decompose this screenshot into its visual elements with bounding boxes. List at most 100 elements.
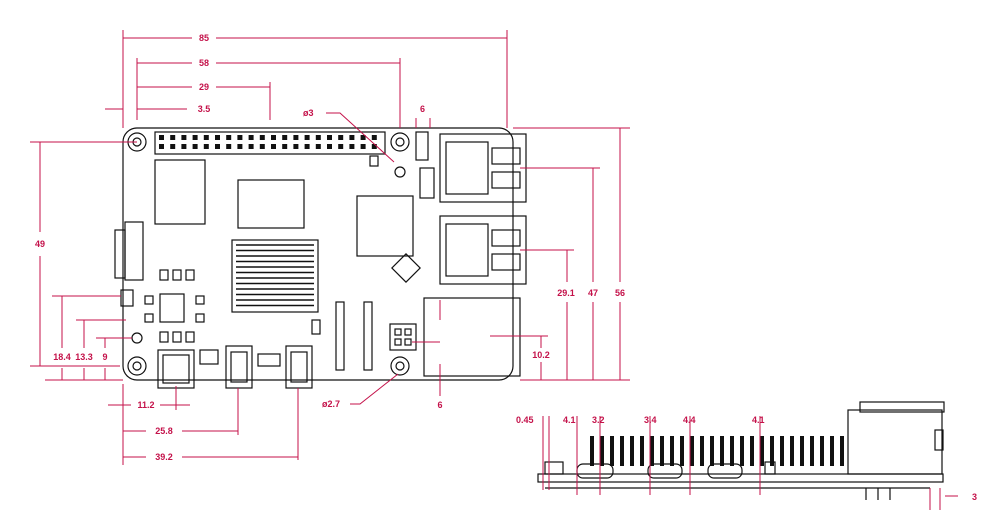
dim-10-2: 10.2: [532, 350, 550, 360]
side-fin: [730, 436, 734, 466]
usb-port-upper: [439, 133, 527, 203]
gpio-pin: [192, 144, 198, 149]
side-fin: [760, 436, 764, 466]
side-fin: [840, 436, 844, 466]
display-connector: [114, 221, 144, 281]
dim-29-1: 29.1: [557, 288, 575, 298]
side-usbc: [544, 461, 564, 475]
side-dim-4-1b: 4.1: [752, 415, 765, 425]
side-dim-lines: [542, 416, 761, 495]
side-fin: [660, 436, 664, 466]
gpio-pin: [315, 135, 321, 140]
poe-component: [419, 167, 435, 199]
mount-hole-br: [390, 356, 410, 376]
dim-ext-56: [513, 127, 630, 381]
heatsink: [231, 239, 319, 313]
side-pins: [865, 488, 891, 500]
side-dim-3-4: 3.4: [644, 415, 657, 425]
leader-hole-dia: [326, 112, 395, 163]
dim-56: 56: [615, 288, 625, 298]
gpio-pin: [338, 144, 344, 149]
side-fin: [720, 436, 724, 466]
gpio-pin: [304, 144, 310, 149]
side-fin: [710, 436, 714, 466]
leader-hole-small: [350, 373, 399, 405]
gpio-pin: [293, 144, 299, 149]
gpio-pin: [181, 144, 187, 149]
gpio-pin: [282, 144, 288, 149]
gpio-pin: [159, 144, 164, 149]
gpio-header: [154, 131, 386, 155]
dsi-connector: [363, 301, 373, 371]
dim-top-6: 6: [420, 104, 425, 114]
ram-chip: [154, 159, 206, 225]
dim-ext-49: [30, 141, 137, 367]
gpio-pin: [349, 144, 355, 149]
side-dim-3-line: [929, 488, 958, 510]
side-audio: [707, 463, 743, 479]
gpio-pin: [349, 135, 355, 140]
side-ethernet: [847, 401, 945, 475]
side-view: 0.45 4.1 3.2 3.4 4.4 4.1 3: [516, 401, 977, 510]
dim-11-2: 11.2: [137, 400, 154, 410]
top-view-dimensions: 85 58 29 3.5 ø3 6 49 18.4 13.3 9 56 47 2…: [30, 30, 630, 465]
poe-header: [415, 131, 429, 161]
gpio-pin: [371, 135, 377, 140]
dim-line-29-1: [520, 249, 574, 380]
gpio-pin: [248, 135, 254, 140]
soc-chip: [237, 179, 305, 229]
side-fin: [740, 436, 744, 466]
mount-hole-bl: [127, 356, 147, 376]
fan-header: [389, 323, 417, 351]
side-fin: [790, 436, 794, 466]
dim-58: 58: [199, 58, 209, 68]
dim-ext-bottom: [122, 384, 299, 465]
side-fin: [640, 436, 644, 466]
usb-c-port: [157, 349, 195, 389]
led: [394, 166, 406, 178]
dim-hole-small: ø2.7: [322, 399, 340, 409]
dim-line-47: [520, 167, 600, 380]
side-fin: [630, 436, 634, 466]
dim-13-3: 13.3: [75, 352, 93, 362]
top-view-board: [114, 127, 527, 389]
dim-18-4: 18.4: [53, 352, 71, 362]
gpio-pin: [293, 135, 299, 140]
side-dim-4-4: 4.4: [683, 415, 696, 425]
dim-hole-dia: ø3: [303, 108, 314, 118]
side-fin: [770, 436, 774, 466]
dim-bottom-6: 6: [437, 400, 442, 410]
micro-hdmi-1: [285, 345, 313, 389]
pmic-diamond: [391, 253, 421, 283]
side-fin: [590, 436, 594, 466]
side-dim-3: 3: [972, 492, 977, 502]
side-fin: [690, 436, 694, 466]
side-fin: [780, 436, 784, 466]
dim-9: 9: [102, 352, 107, 362]
gpio-pin: [360, 144, 366, 149]
gpio-pin: [248, 144, 254, 149]
gpio-pin: [282, 135, 288, 140]
dim-25-8: 25.8: [155, 426, 173, 436]
gpio-pin: [338, 135, 344, 140]
dim-39-2: 39.2: [155, 452, 173, 462]
gpio-pin: [327, 144, 332, 149]
gpio-pin: [327, 135, 332, 140]
small-component: [257, 353, 281, 367]
side-fin: [820, 436, 824, 466]
dim-line-9: [96, 337, 132, 380]
gpio-pin: [203, 135, 209, 140]
dim-line-10-2: [490, 335, 548, 380]
side-fin: [600, 436, 604, 466]
dim-47: 47: [588, 288, 598, 298]
micro-hdmi-0: [225, 345, 253, 389]
dim-29: 29: [199, 82, 209, 92]
gpio-pin: [315, 144, 321, 149]
gpio-pin: [271, 144, 276, 149]
side-dim-4-1a: 4.1: [563, 415, 576, 425]
csi-connector: [335, 301, 345, 371]
power-button: [120, 289, 134, 307]
small-component: [199, 349, 219, 365]
gpio-pin: [360, 135, 366, 140]
